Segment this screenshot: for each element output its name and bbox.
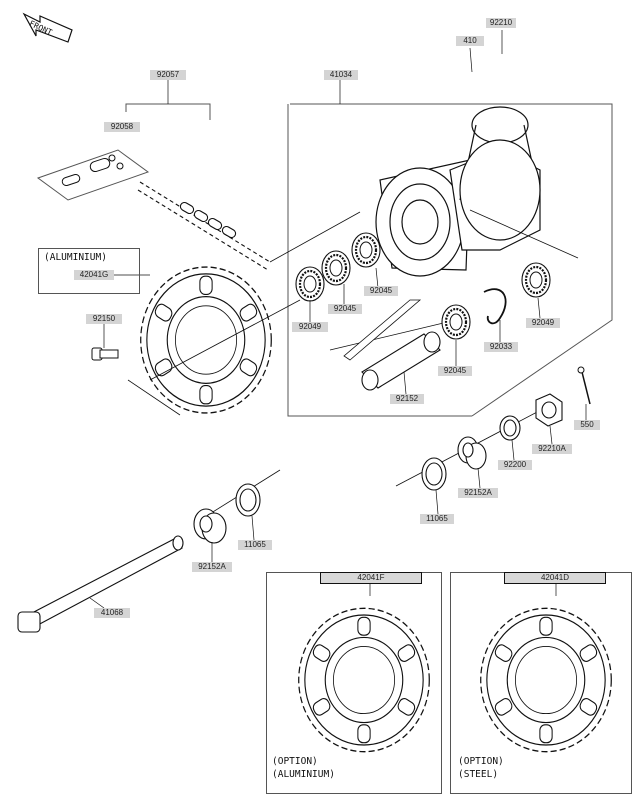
part-label-92057[interactable]: 92057 [150,70,186,80]
part-label-41034[interactable]: 41034 [324,70,358,80]
option-note-left: (OPTION) [272,756,318,767]
part-label-92045-3[interactable]: 92045 [438,366,472,376]
part-label-92049-right[interactable]: 92049 [526,318,560,328]
part-label-42041D[interactable]: 42041D [504,572,606,584]
part-label-92049-left[interactable]: 92049 [292,322,328,332]
part-label-92200[interactable]: 92200 [498,460,532,470]
part-label-92152A-right[interactable]: 92152A [458,488,498,498]
part-label-410[interactable]: 410 [456,36,484,46]
part-label-92152[interactable]: 92152 [390,394,424,404]
part-label-92210[interactable]: 92210 [486,18,516,28]
part-label-92033[interactable]: 92033 [484,342,518,352]
option-note-right: (OPTION) [458,756,504,767]
part-label-92045-1[interactable]: 92045 [328,304,362,314]
aluminium-sprocket-group [38,248,140,294]
part-label-92210A[interactable]: 92210A [532,444,572,454]
part-label-550[interactable]: 550 [574,420,600,430]
front-arrow-icon [22,12,73,43]
part-label-42041F[interactable]: 42041F [320,572,422,584]
part-label-92152A-left[interactable]: 92152A [192,562,232,572]
part-label-92150[interactable]: 92150 [86,314,122,324]
aluminium-note-left: (ALUMINIUM) [272,769,335,780]
part-label-92045-2[interactable]: 92045 [364,286,398,296]
part-label-11065-left[interactable]: 11065 [238,540,272,550]
aluminium-note: (ALUMINIUM) [44,252,107,263]
part-label-92058[interactable]: 92058 [104,122,140,132]
part-label-11065-right[interactable]: 11065 [420,514,454,524]
part-label-41068[interactable]: 41068 [94,608,130,618]
steel-note-right: (STEEL) [458,769,499,780]
part-label-42041G[interactable]: 42041G [74,270,114,280]
